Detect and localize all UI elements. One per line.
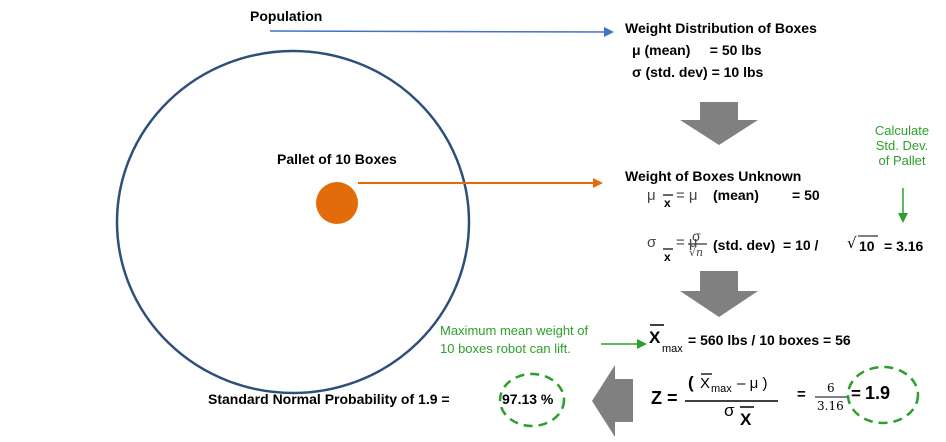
population-arrow <box>269 26 614 37</box>
z-result-highlight <box>846 365 920 425</box>
sigma-frac-num: σ <box>692 228 701 244</box>
down-arrow-1 <box>680 102 758 145</box>
sigma-symbol: σ <box>647 234 657 251</box>
sigma-equals: = μ <box>676 234 698 251</box>
z-num-rest: – μ ) <box>733 375 768 392</box>
mean-value: = 50 <box>792 187 820 203</box>
z-equals-2: = <box>851 384 861 403</box>
probability-label: Standard Normal Probability of 1.9 = <box>208 391 450 407</box>
calc-note-line-1: Calculate <box>874 123 930 138</box>
mu-equals: = μ <box>676 187 698 204</box>
z-value-num: 6 <box>827 381 835 395</box>
z-result: 1.9 <box>865 383 891 403</box>
z-num-open: ( <box>688 373 694 392</box>
z-value-den: 3.16 <box>817 399 844 413</box>
unknown-title: Weight of Boxes Unknown <box>625 168 802 184</box>
xmax-x: X <box>649 328 661 347</box>
sigma-subscript: x <box>664 250 671 264</box>
sqrt-argument: 10 <box>859 238 875 254</box>
xmax-expression: = 560 lbs / 10 boxes = 56 <box>688 332 851 348</box>
pallet-dot <box>316 182 358 224</box>
max-note-line-1: Maximum mean weight of <box>440 323 589 338</box>
down-arrow-2 <box>680 271 758 317</box>
sd-label: (std. dev) = 10 / <box>713 237 819 253</box>
max-note: Maximum mean weight of 10 boxes robot ca… <box>440 322 588 358</box>
pallet-label: Pallet of 10 Boxes <box>277 151 397 167</box>
sqrt-symbol: √ <box>847 234 857 252</box>
mu-subscript: x <box>664 196 671 210</box>
z-num-sub: max <box>711 383 732 395</box>
xmax-subscript: max <box>662 343 683 355</box>
distribution-sd: σ (std. dev) = 10 lbs <box>632 64 764 80</box>
distribution-mean: μ (mean) = 50 lbs <box>632 42 762 58</box>
calc-note-line-3: of Pallet <box>878 153 926 168</box>
z-num-x: X <box>700 375 711 392</box>
z-den-x: X <box>740 410 752 429</box>
population-circle <box>115 49 471 395</box>
distribution-title: Weight Distribution of Boxes <box>625 20 817 36</box>
sigma-frac-den: √n <box>689 246 704 259</box>
max-note-line-2: 10 boxes robot can lift. <box>440 341 571 356</box>
z-label: Z = <box>651 388 678 408</box>
calc-note: Calculate Std. Dev. of Pallet <box>871 123 933 168</box>
left-arrow <box>592 365 633 437</box>
z-equals: = <box>797 386 806 403</box>
mean-label: (mean) <box>713 187 759 203</box>
mu-symbol: μ <box>647 187 656 204</box>
population-label: Population <box>250 8 323 24</box>
calc-note-line-2: Std. Dev. <box>875 138 929 153</box>
z-den-sigma: σ <box>724 401 735 420</box>
sd-value: = 3.16 <box>884 238 924 254</box>
probability-value: 97.13 % <box>502 391 554 407</box>
probability-highlight <box>498 372 566 428</box>
